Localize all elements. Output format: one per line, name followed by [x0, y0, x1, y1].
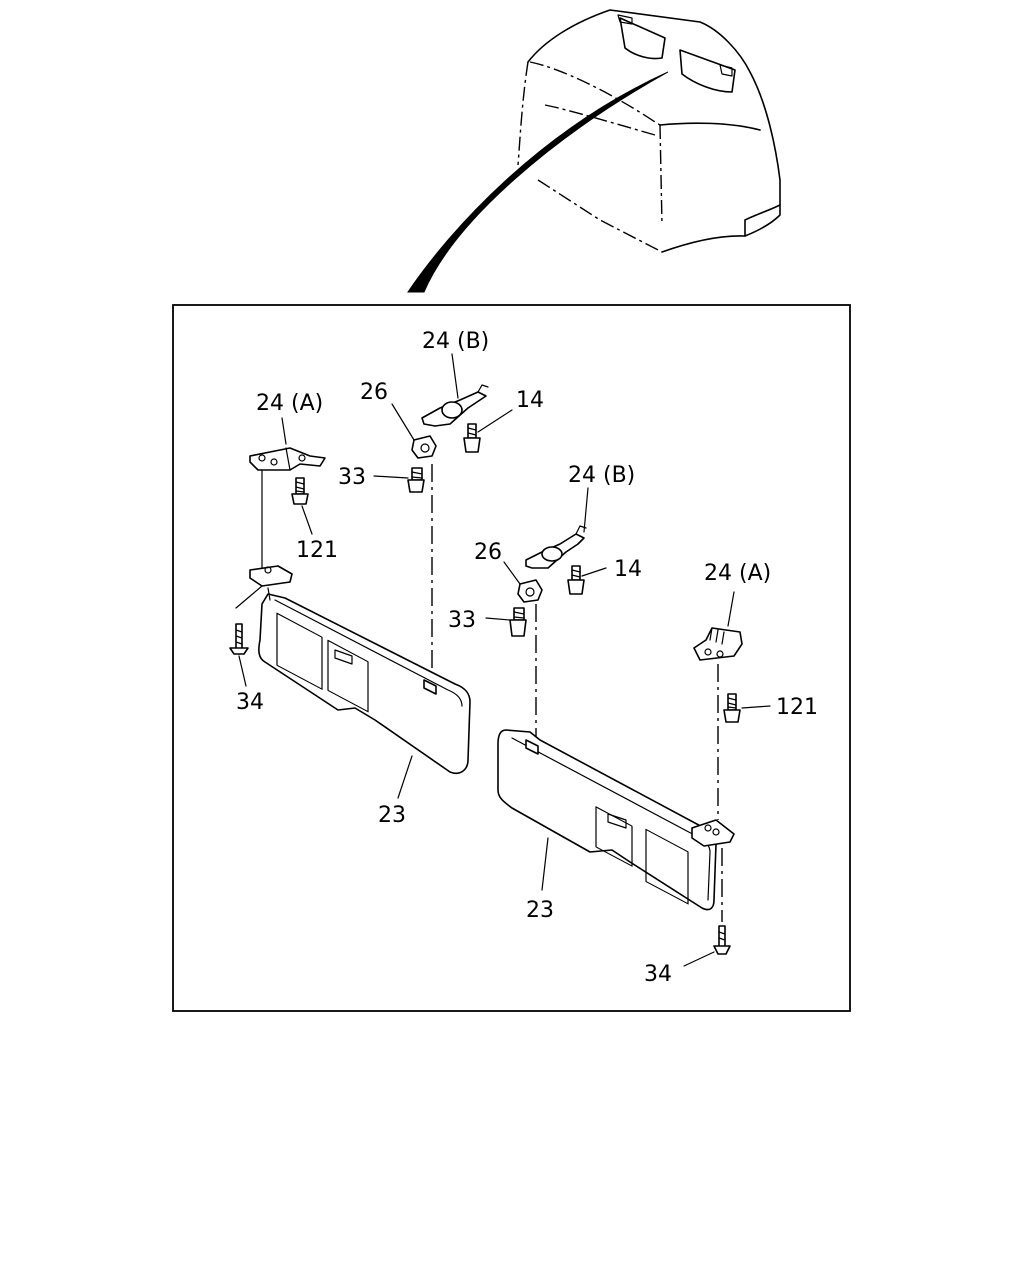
label-24a-left: 24 (A) [256, 391, 323, 416]
leader-26-mid [503, 561, 521, 585]
screw-34-right [713, 848, 731, 955]
screw-33-top [407, 467, 425, 493]
bracket-24a-left [249, 447, 326, 471]
detail-frame [172, 304, 851, 1012]
label-121-right: 121 [776, 695, 818, 720]
bracket-24a-right [693, 627, 743, 661]
clip-26-mid [517, 579, 543, 603]
label-121-left: 121 [296, 538, 338, 563]
label-34-right: 34 [644, 962, 672, 987]
leader-24a-right [727, 591, 735, 627]
leader-34-left [238, 655, 247, 687]
label-23-left: 23 [378, 803, 406, 828]
leader-33-top [373, 475, 409, 479]
leader-23-right [541, 837, 549, 891]
label-24b-top: 24 (B) [422, 329, 489, 354]
bracket-24b-top [421, 384, 489, 427]
vehicle-cab [407, 9, 781, 293]
leader-33-mid [485, 617, 511, 621]
leader-26-top [391, 403, 415, 441]
label-23-right: 23 [526, 898, 554, 923]
label-33-top: 33 [338, 465, 366, 490]
bracket-24b-mid [525, 525, 587, 569]
label-14-mid: 14 [614, 557, 642, 582]
leader-24b-mid [583, 487, 589, 533]
leader-121-left [301, 505, 313, 535]
leader-24b-top [451, 353, 459, 399]
screw-33-mid [509, 607, 527, 637]
label-34-left: 34 [236, 690, 264, 715]
leader-34-right [683, 951, 715, 967]
screw-14-mid [567, 565, 585, 595]
leader-24a-left [281, 417, 287, 445]
screw-34-left [229, 585, 263, 655]
label-26-top: 26 [360, 380, 388, 405]
screw-14-top [463, 423, 481, 453]
sun-visor-23-right [497, 729, 735, 911]
label-14-top: 14 [516, 388, 544, 413]
sun-visor-23-left [249, 565, 471, 775]
leader-14-top [477, 409, 513, 433]
label-24b-mid: 24 (B) [568, 463, 635, 488]
label-24a-right: 24 (A) [704, 561, 771, 586]
leader-14-mid [581, 567, 607, 577]
bolt-121-right [723, 693, 741, 723]
clip-26-top [411, 435, 437, 459]
leader-23-left [397, 755, 413, 799]
bolt-121-left [291, 477, 309, 505]
label-26-mid: 26 [474, 540, 502, 565]
leader-121-right [741, 705, 771, 709]
label-33-mid: 33 [448, 608, 476, 633]
